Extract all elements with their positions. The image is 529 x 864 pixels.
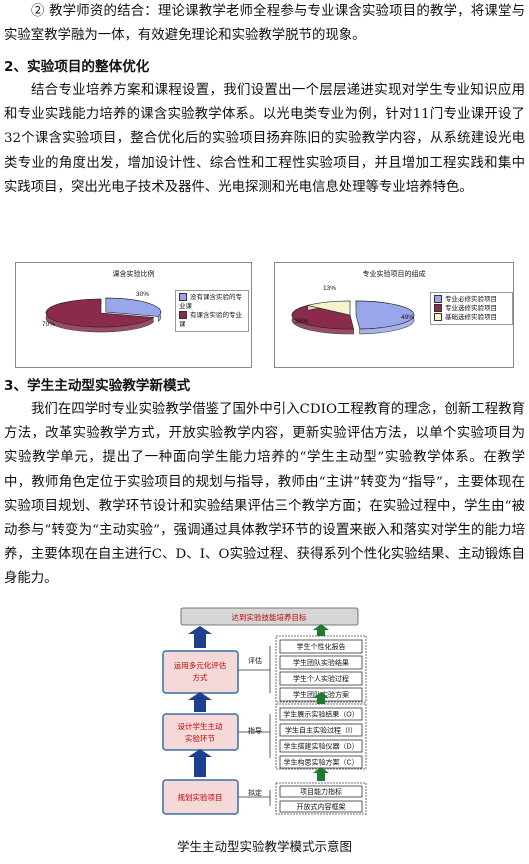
goal-box (180, 607, 359, 626)
svg-text:方式: 方式 (193, 672, 208, 682)
goal-text: 达到实验技能培养目标 (232, 612, 307, 622)
paragraph-teacher-integration: ② 教学师资的结合：理论课教学老师全程参与专业课含实验项目的教学，将课堂与实验室… (4, 4, 525, 44)
edge-label-evaluate: 评估 (248, 656, 262, 665)
legend-item: 专业必修实验项目 (434, 295, 509, 304)
node-plan (162, 779, 239, 815)
diagram-item-text: 学生展示实验结果（O） (283, 710, 358, 719)
up-arrows-right (313, 624, 329, 781)
pie-slice (291, 305, 355, 330)
slice-label-49: 49% (401, 314, 415, 321)
diagram-item-text: 学生个性化报告 (297, 642, 346, 651)
figure-caption: 学生主动型实验教学模式示意图 (176, 839, 352, 854)
chart-legend: 专业必修实验项目 专业选修实验项目 基础选修实验项目 (430, 292, 513, 325)
diagram-item-text: 学生构思实验方案（C） (283, 758, 358, 767)
svg-text:设计学生主动: 设计学生主动 (178, 721, 223, 731)
pie-chart-project-composition: 专业实验项目的组成 49% 38% 13% 专业必修实验项目 专业选修实验项目 … (274, 262, 514, 368)
diagram-item-box (279, 739, 363, 753)
slice-label-30: 30% (136, 291, 150, 298)
heading-section-2: 2、实验项目的整体优化 (4, 59, 150, 75)
pie-slice (45, 298, 155, 328)
paragraph-optimization: 结合专业培养方案和课程设置，我们设置出一个层层递进实现对学生专业知识应用和专业实… (4, 83, 525, 195)
diagram-item-box (279, 723, 363, 737)
paragraph-active-model: 我们在四学时专业实验教学借鉴了国外中引入CDIO工程教育的理念，创新工程教育方法… (4, 402, 525, 587)
pie-chart-course-ratio: 课含实验比例 30% 70% 没有课含实验的专业课 有课含实验的专业课 (15, 262, 252, 368)
up-arrows-left (188, 626, 212, 777)
node-evaluation (162, 650, 239, 694)
legend-item: 专业选修实验项目 (434, 304, 509, 313)
diagram-item-box (279, 800, 363, 813)
legend-item: 有课含实验的专业课 (179, 311, 242, 328)
legend-item: 没有课含实验的专业课 (179, 293, 242, 310)
diagram-item-text: 开放式内容框架 (297, 802, 346, 811)
diagram-item-box (279, 671, 363, 686)
legend-item: 基础选修实验项目 (434, 313, 509, 322)
diagram-item-box (279, 785, 363, 798)
edge-label-guide: 指导 (248, 726, 262, 735)
chart-title: 专业实验项目的组成 (362, 271, 426, 278)
chart-title: 课含实验比例 (112, 271, 155, 278)
diagram-item-text: 学生团队实验结果 (293, 658, 349, 667)
heading-section-3: 3、学生主动型实验教学新模式 (4, 378, 191, 394)
diagram-item-box (279, 707, 363, 721)
diagram-item-text: 学生团队实验方案 (293, 690, 349, 699)
node-design (162, 713, 239, 751)
edge-label-draft: 拟定 (248, 788, 262, 797)
pie-slice (307, 300, 351, 316)
diagram-item-box (279, 755, 363, 769)
pie-slice (105, 297, 162, 317)
diagram-item-text: 学生自主实验过程（I） (285, 726, 357, 735)
diagram-item-box (279, 687, 363, 702)
diagram-item-text: 学生搭建实验仪器（D） (283, 742, 358, 751)
chart-legend: 没有课含实验的专业课 有课含实验的专业课 (175, 290, 249, 332)
diagram-item-text: 学生个人实验过程 (293, 674, 349, 683)
svg-text:实验环节: 实验环节 (185, 733, 215, 743)
node-plan-text: 规划实验项目 (178, 792, 223, 802)
slice-label-38: 38% (295, 318, 309, 325)
diagram-item-text: 项目能力指标 (300, 787, 342, 796)
diagram-item-box (279, 655, 363, 670)
diagram-item-box (279, 639, 363, 654)
slice-label-13: 13% (323, 285, 337, 292)
pie-slice (355, 300, 415, 330)
slice-label-70: 70% (42, 321, 56, 328)
svg-text:运用多元化评估: 运用多元化评估 (174, 660, 227, 670)
